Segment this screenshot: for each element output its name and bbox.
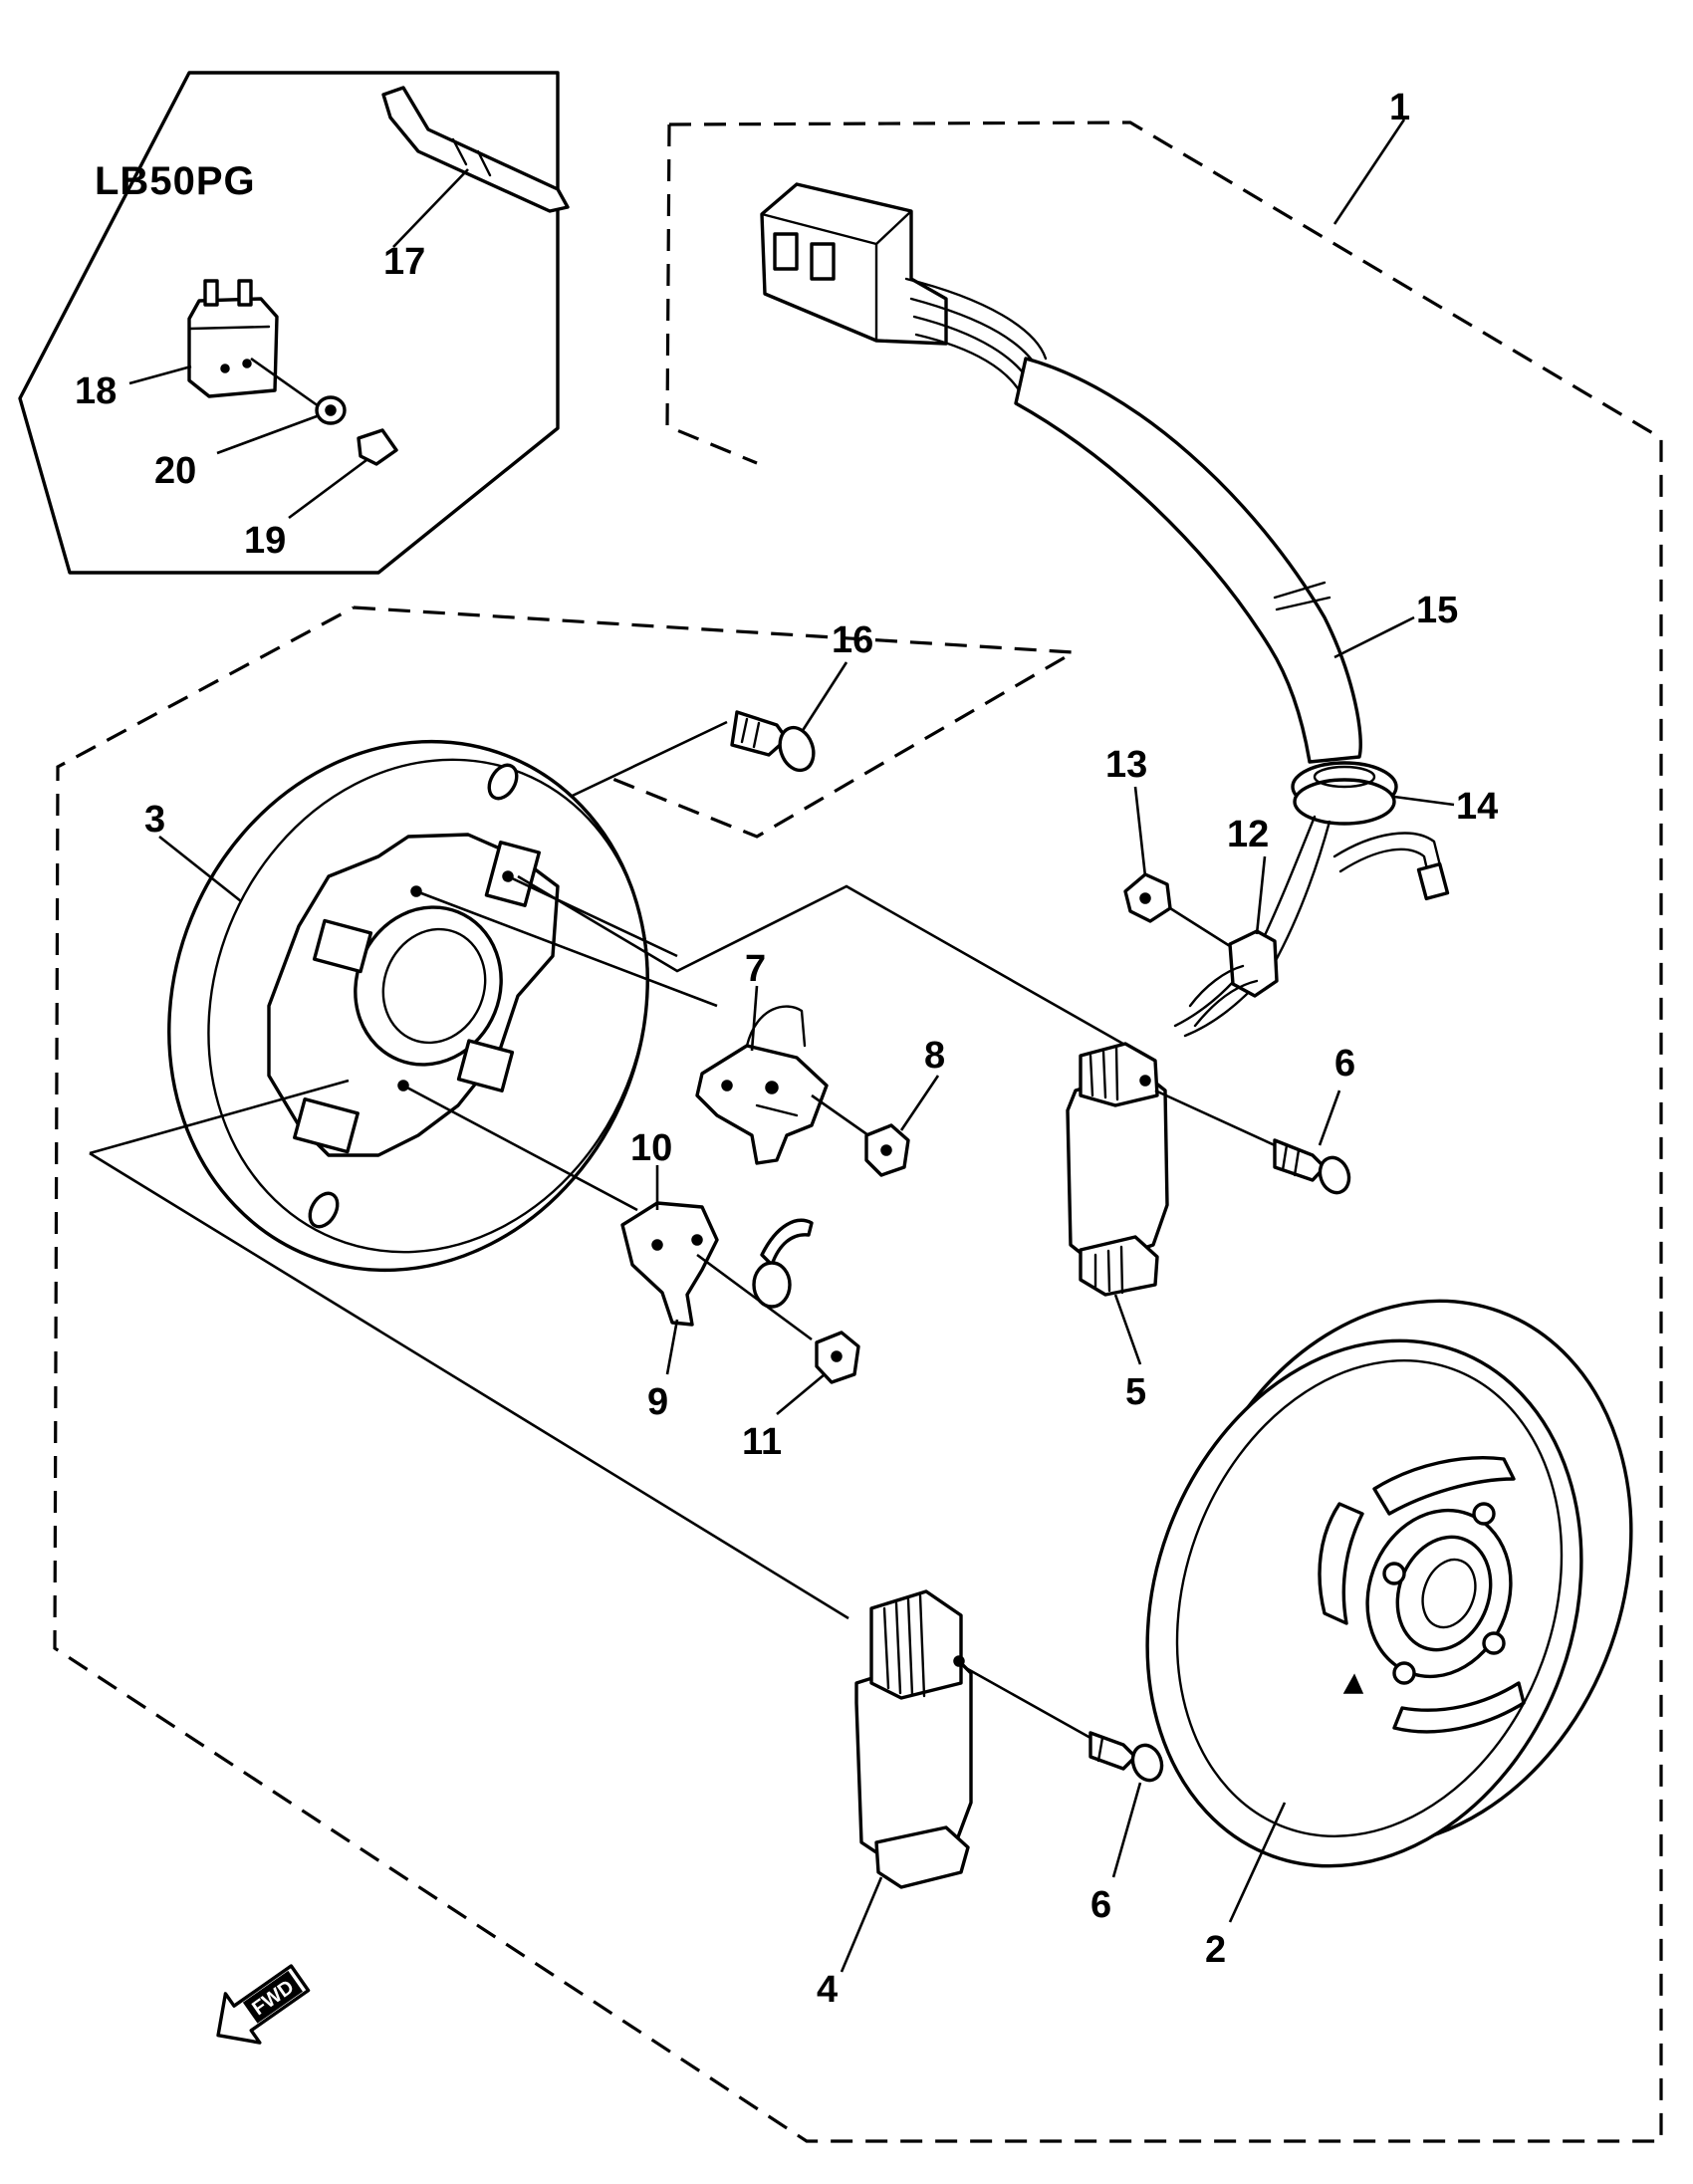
inset-panel: LB50PG bbox=[18, 71, 570, 575]
callout-labels: 1 2 3 4 5 6 6 7 8 9 10 11 12 13 14 15 16… bbox=[75, 87, 1498, 2011]
callout-8: 8 bbox=[924, 1035, 945, 1077]
leader-axis-lower-left bbox=[89, 1079, 350, 1155]
leader-7 bbox=[750, 985, 759, 1052]
leader-4-axis bbox=[965, 1666, 1091, 1740]
part-16-screw bbox=[730, 710, 816, 773]
leader-16 bbox=[800, 661, 848, 733]
callout-12: 12 bbox=[1227, 814, 1269, 855]
assembly-boundary bbox=[53, 121, 1663, 2143]
leader-11 bbox=[776, 1373, 826, 1415]
part-18-switch bbox=[187, 279, 279, 398]
leader-axis-pickup bbox=[517, 874, 1136, 1053]
part-6-screw-lower bbox=[1088, 1731, 1164, 1783]
leader-5-axis bbox=[1154, 1089, 1276, 1147]
part-15-harness-sleeve bbox=[1014, 357, 1362, 764]
part-12-clamp bbox=[1188, 929, 1279, 1028]
leader-17 bbox=[392, 168, 469, 248]
leader-15 bbox=[1333, 615, 1415, 659]
callout-2: 2 bbox=[1205, 1929, 1226, 1971]
part-20-washer bbox=[315, 395, 347, 425]
callout-4: 4 bbox=[817, 1969, 838, 2011]
part-17-terminal bbox=[381, 86, 570, 213]
callout-11: 11 bbox=[742, 1421, 782, 1463]
callout-16: 16 bbox=[832, 619, 873, 661]
leader-13 bbox=[1133, 786, 1147, 877]
callout-10: 10 bbox=[630, 1127, 672, 1169]
leader-19 bbox=[288, 458, 367, 520]
part-2-flywheel bbox=[1145, 1299, 1633, 1868]
leader-axis-7 bbox=[415, 889, 718, 1008]
leader-1 bbox=[1332, 119, 1406, 225]
part-14-grommet bbox=[1291, 761, 1398, 826]
leader-18 bbox=[128, 364, 192, 385]
callout-5: 5 bbox=[1125, 1371, 1146, 1413]
part-3-stator-plate bbox=[167, 739, 649, 1273]
part-5-coil bbox=[1066, 1042, 1169, 1297]
callout-7: 7 bbox=[745, 948, 766, 990]
part-1-connector bbox=[760, 182, 1048, 395]
callout-20: 20 bbox=[154, 450, 196, 492]
part-7-breaker bbox=[695, 1005, 829, 1165]
callout-3: 3 bbox=[144, 799, 165, 841]
callout-15: 15 bbox=[1416, 590, 1458, 631]
leader-20 bbox=[216, 414, 318, 455]
part-10-condenser bbox=[620, 1201, 814, 1341]
leader-axis-10 bbox=[402, 1084, 638, 1212]
ground-lead-wire bbox=[1173, 815, 1450, 1038]
model-label: LB50PG bbox=[95, 159, 256, 203]
leader-14 bbox=[1393, 795, 1455, 807]
forward-arrow-icon: FWD bbox=[216, 1964, 311, 2045]
leader-13-axis bbox=[1169, 906, 1231, 948]
leader-8 bbox=[899, 1075, 940, 1131]
part-8-screw bbox=[864, 1123, 910, 1177]
part-11-screw bbox=[815, 1331, 860, 1384]
leader-inset-screw-axis bbox=[250, 357, 320, 408]
leader-5 bbox=[1113, 1294, 1142, 1365]
callout-6-lower: 6 bbox=[1090, 1884, 1111, 1926]
callout-17: 17 bbox=[383, 241, 425, 283]
callout-6-upper: 6 bbox=[1334, 1043, 1355, 1085]
leader-7-axis bbox=[811, 1093, 869, 1137]
leader-3 bbox=[158, 835, 242, 903]
leader-12 bbox=[1255, 855, 1267, 935]
leader-6-lower bbox=[1111, 1782, 1142, 1878]
callout-13: 13 bbox=[1105, 744, 1147, 786]
leader-9 bbox=[665, 1319, 679, 1375]
leader-4 bbox=[840, 1876, 883, 1973]
leader-axis-lower bbox=[89, 1151, 849, 1620]
part-4-coil bbox=[854, 1589, 973, 1889]
callout-1: 1 bbox=[1389, 87, 1410, 128]
leader-axis-upper bbox=[507, 874, 678, 958]
callout-14: 14 bbox=[1456, 786, 1498, 828]
callout-18: 18 bbox=[75, 370, 117, 412]
leader-6-upper bbox=[1318, 1090, 1341, 1146]
callout-19: 19 bbox=[244, 520, 286, 562]
part-13-bolt bbox=[1123, 872, 1172, 923]
callout-9: 9 bbox=[647, 1381, 668, 1423]
part-19-screw bbox=[357, 428, 398, 466]
part-6-screw-upper bbox=[1273, 1138, 1351, 1195]
leader-2 bbox=[1228, 1802, 1287, 1923]
